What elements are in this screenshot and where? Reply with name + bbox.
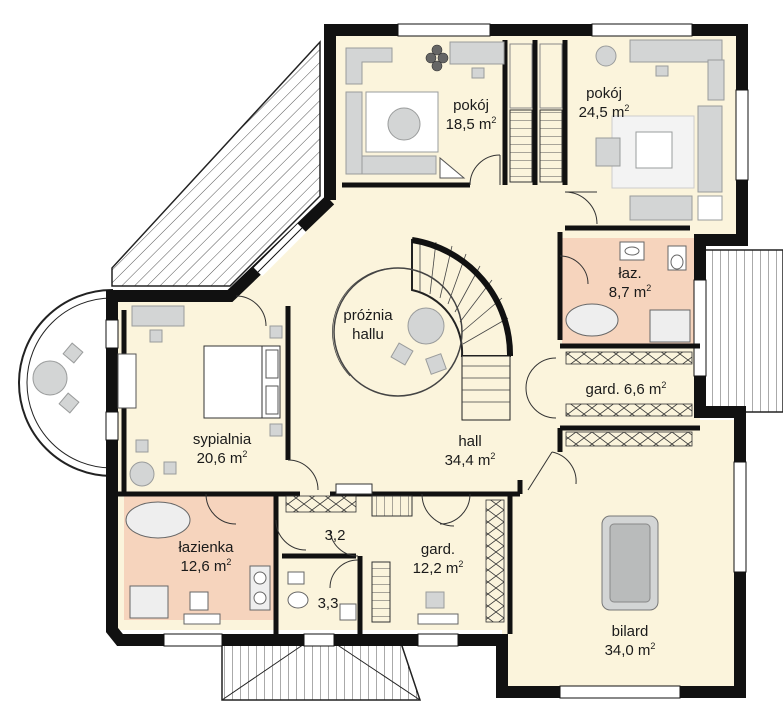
room-area: 24,5 m — [578, 104, 625, 121]
room-area: 12,2 m — [412, 560, 459, 577]
area-unit: 2 — [650, 641, 656, 651]
round-terrace — [18, 288, 113, 478]
room-name: bilard — [611, 623, 649, 640]
room-name: gard. — [420, 541, 456, 558]
bathroom-small-fixtures — [565, 241, 691, 343]
room-label-wc: 3,3 — [318, 594, 339, 613]
area-unit: 2 — [242, 449, 248, 459]
room-label-lazienka: łazienka 12,6 m2 — [178, 538, 233, 576]
room-label-hall: hall 34,4 m2 — [445, 432, 496, 470]
room-label-bilard: bilard 34,0 m2 — [605, 622, 656, 660]
windows — [105, 23, 749, 699]
plant-icon — [425, 44, 449, 72]
room-area: 8,7 m — [608, 284, 647, 301]
room-label-proznia: próżnia hallu — [343, 306, 392, 344]
room-area: 18,5 m — [445, 116, 492, 133]
room-label-garderoba-2: gard. 12,2 m2 — [413, 540, 464, 578]
room-name: gard. 6,6 m — [585, 381, 662, 398]
wardrobe-racks-right — [565, 351, 693, 447]
wardrobes-top — [509, 43, 563, 183]
room-area: 34,4 m — [444, 452, 491, 469]
room-name: łazienka — [178, 539, 234, 556]
door-swings — [205, 154, 598, 589]
room-label-pokoj-2: pokój 24,5 m2 — [579, 84, 630, 122]
wardrobe-racks-lower — [285, 483, 505, 625]
room-name: łaz. — [618, 265, 642, 282]
room-area: 34,0 m — [604, 642, 651, 659]
room-label-pokoj-1: pokój 18,5 m2 — [446, 96, 497, 134]
room-1-furniture — [345, 41, 505, 179]
room-area: hallu — [352, 326, 384, 343]
area-unit: 2 — [624, 103, 630, 113]
billiard-table — [601, 515, 659, 611]
room-label-garderoba-1: gard. 6,6 m2 — [586, 380, 667, 399]
area-unit: 2 — [646, 283, 652, 293]
area-unit: 2 — [491, 115, 497, 125]
room-2-furniture — [595, 39, 725, 221]
room-name: sypialnia — [192, 431, 252, 448]
bedroom-furniture — [117, 305, 283, 487]
staircase — [332, 237, 514, 421]
room-name: pokój — [453, 97, 489, 114]
area-unit: 2 — [490, 451, 496, 461]
room-name: pokój — [586, 85, 622, 102]
room-label-sypialnia: sypialnia 20,6 m2 — [193, 430, 251, 468]
room-name: hall — [458, 433, 482, 450]
area-unit: 2 — [458, 559, 464, 569]
room-name: próżnia — [343, 307, 393, 324]
bathroom-large-fixtures — [125, 501, 357, 625]
stair-void-table — [390, 307, 447, 375]
room-name: 3,3 — [317, 595, 339, 612]
room-name: 3,2 — [324, 527, 346, 544]
room-area: 12,6 m — [180, 558, 227, 575]
room-label-laz: łaz. 8,7 m2 — [609, 264, 652, 302]
room-area: 20,6 m — [196, 450, 243, 467]
area-unit: 2 — [661, 380, 667, 390]
room-label-korytarz: 3,2 — [325, 526, 346, 545]
area-unit: 2 — [226, 557, 232, 567]
roof-hatching — [111, 40, 783, 701]
